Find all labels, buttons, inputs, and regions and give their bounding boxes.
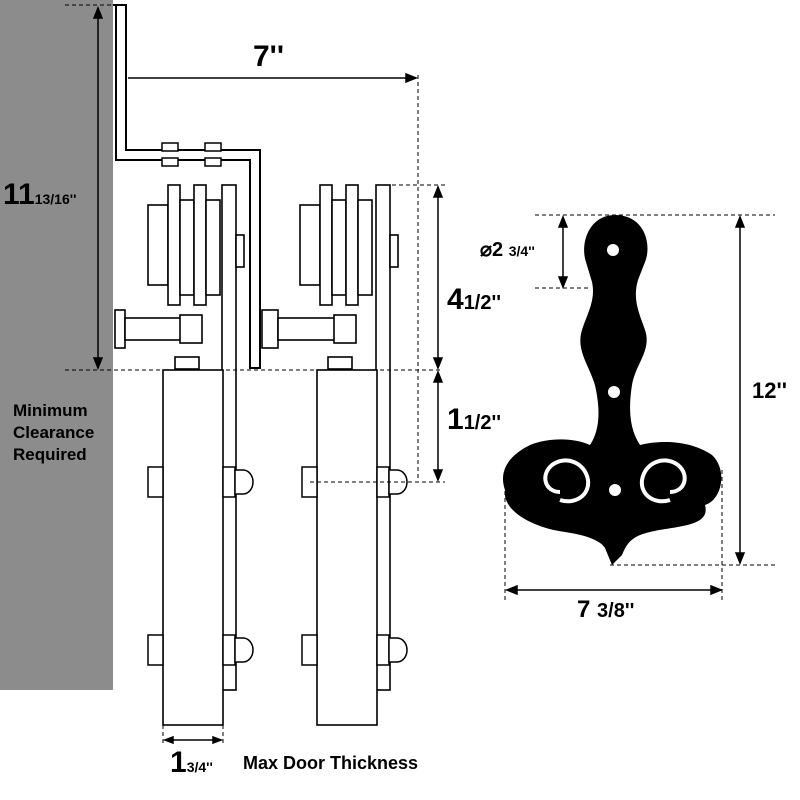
hanger-width-main: 7 (577, 596, 591, 623)
door-left (162, 369, 224, 726)
hanger-12-label: 12'' (752, 380, 787, 402)
drop-1-main: 1 (447, 403, 464, 436)
track-4-label: 41/2'' (447, 285, 501, 315)
door-bolts (147, 466, 408, 666)
left-roller (114, 184, 245, 691)
height-11-frac: 13/16'' (34, 191, 77, 207)
height-11-label: 1113/16'' (3, 180, 76, 210)
wheel-dia-label: ⌀2 3/4'' (480, 240, 535, 260)
hanger-width-frac: 3/8'' (597, 600, 635, 622)
hanger-bolt-hole-mid (608, 386, 620, 398)
door-thickness-frac: 3/4'' (186, 759, 213, 775)
clearance-note-line3: Required (13, 445, 87, 464)
door-right (316, 369, 378, 726)
dimension-arrows (92, 5, 746, 745)
hanger-12-main: 12'' (752, 378, 787, 403)
hanger-width-label: 7 3/8'' (577, 598, 634, 622)
hanger-bolt-hole-bottom (609, 484, 621, 496)
bracket-bolts (161, 142, 222, 167)
right-roller (261, 184, 399, 691)
wall-bracket (113, 4, 261, 369)
dimension-guides (65, 4, 775, 745)
drop-1-label: 11/2'' (447, 405, 501, 435)
track-4-frac: 1/2'' (463, 292, 502, 314)
hanger-bolt-hole-top (607, 244, 619, 256)
clearance-note: Minimum Clearance Required (13, 400, 94, 466)
wheel-dia-frac: 3/4'' (508, 243, 535, 259)
wheel-dia-main: 2 (492, 239, 504, 261)
drop-1-frac: 1/2'' (463, 412, 502, 434)
hanger-shape (502, 215, 722, 565)
clearance-note-line2: Clearance (13, 423, 95, 442)
clearance-note-line1: Minimum (13, 401, 88, 420)
width-7-main: 7'' (253, 40, 284, 73)
wheel-dia-prefix: ⌀ (480, 239, 493, 261)
door-thickness-label: 13/4'' (170, 748, 213, 778)
track-4-main: 4 (447, 283, 464, 316)
wall (0, 0, 113, 690)
height-11-main: 11 (3, 178, 35, 211)
door-thickness-main: 1 (170, 746, 187, 779)
max-door-thickness-note: Max Door Thickness (243, 753, 419, 773)
width-7-label: 7'' (253, 42, 284, 72)
